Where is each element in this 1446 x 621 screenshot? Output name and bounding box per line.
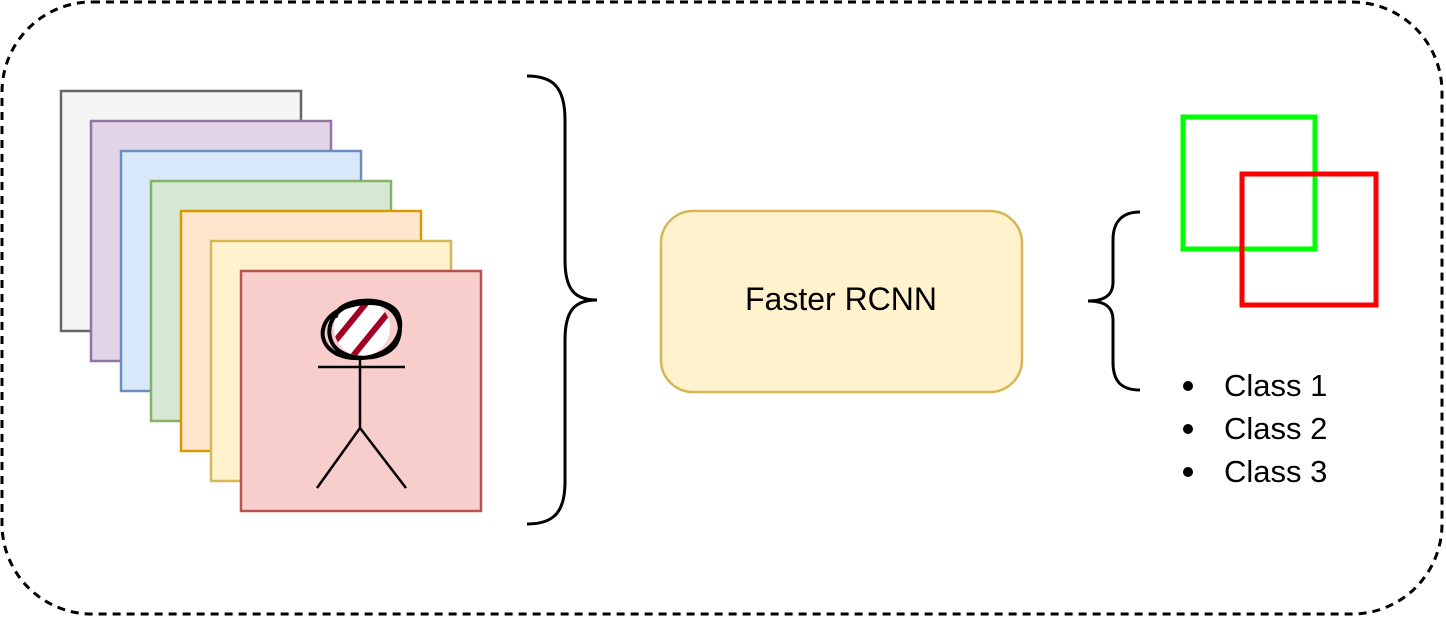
class-item: Class 2 (1224, 411, 1327, 446)
green-bounding-box (1180, 114, 1318, 252)
class-bullet (1183, 467, 1193, 477)
class-list: Class 1 Class 2 Class 3 (1183, 368, 1327, 489)
faster-rcnn-block (659, 209, 1024, 394)
class-item: Class 1 (1224, 368, 1327, 403)
class-bullet (1183, 381, 1193, 391)
red-bounding-box (1239, 171, 1379, 308)
input-brace (526, 74, 598, 526)
class-bullet (1183, 424, 1193, 434)
stick-figure-icon (315, 356, 407, 489)
output-brace (1087, 210, 1141, 392)
faster-rcnn-label: Faster RCNN (745, 281, 937, 317)
class-item: Class 3 (1224, 454, 1327, 489)
